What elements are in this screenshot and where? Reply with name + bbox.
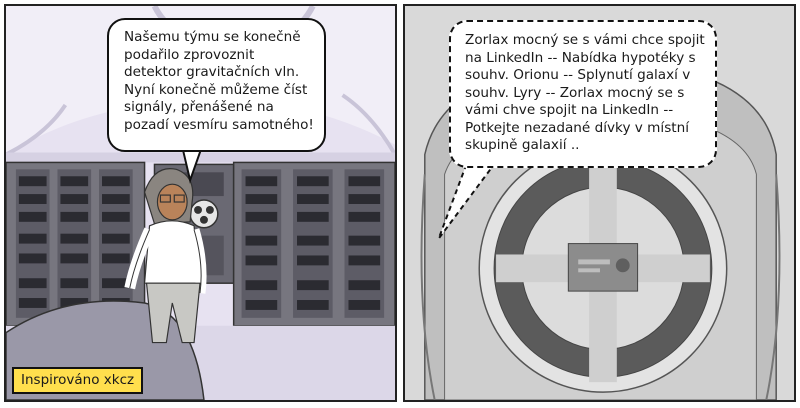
comic-panel-right: Zorlax mocný se s vámi chce spojit na Li… [403, 4, 796, 402]
speech-bubble-right: Zorlax mocný se s vámi chce spojit na Li… [449, 20, 717, 168]
speech-bubble-left: Našemu týmu se konečně podařilo zprovozn… [107, 18, 326, 152]
credit-label: Inspirováno xkcz [12, 367, 144, 394]
server-racks-right [232, 161, 395, 327]
speech-tail-left [181, 146, 203, 184]
comic-panel-left: Našemu týmu se konečně podařilo zprovozn… [4, 4, 397, 402]
speech-text-left: Našemu týmu se konečně podařilo zprovozn… [124, 29, 314, 133]
speech-text-right: Zorlax mocný se s vámi chce spojit na Li… [465, 32, 705, 153]
scientist-figure [124, 168, 207, 344]
